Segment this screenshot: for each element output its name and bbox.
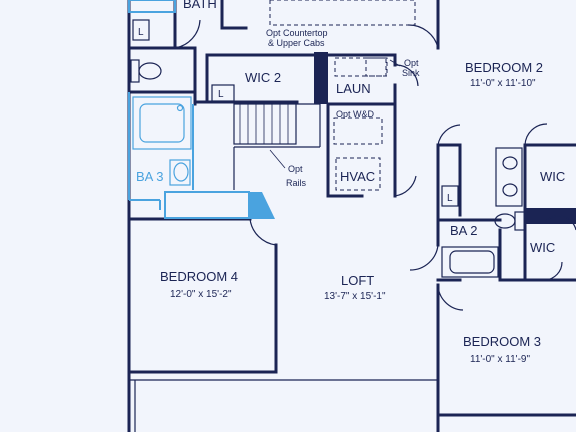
note-labels: Opt Countertop & Upper Cabs Opt Sink Opt… (138, 27, 453, 204)
room-label-hvac: HVAC (340, 169, 375, 184)
note-countertop-line1: Opt Countertop (266, 28, 328, 38)
ba3-highlight (128, 0, 275, 219)
room-dims-bedroom2: 11'-0" x 11'-10" (470, 78, 536, 89)
room-label-bedroom2: BEDROOM 2 (465, 60, 543, 75)
note-countertop-line2: & Upper Cabs (268, 38, 325, 48)
note-sink-line2: Sink (402, 68, 420, 78)
room-label-wic2: WIC 2 (245, 70, 281, 85)
note-washer-dryer: Opt W&D (336, 109, 375, 119)
room-label-bath: BATH (183, 0, 217, 11)
room-label-bedroom3: BEDROOM 3 (463, 334, 541, 349)
note-rails-line1: Opt (288, 164, 303, 174)
note-rails-line2: Rails (286, 178, 307, 188)
room-label-loft: LOFT (341, 273, 374, 288)
room-label-ba2: BA 2 (450, 223, 477, 238)
walls (127, 0, 576, 432)
note-sink-line1: Opt (404, 58, 419, 68)
room-label-bedroom4: BEDROOM 4 (160, 269, 238, 284)
room-dims-bedroom4: 12'-0" x 15'-2" (170, 289, 232, 300)
room-label-laun: LAUN (336, 81, 371, 96)
room-labels: BATH WIC 2 LAUN BEDROOM 2 11'-0" x 11'-1… (136, 0, 565, 365)
room-label-wic-right: WIC (540, 169, 565, 184)
room-dims-loft: 13'-7" x 15'-1" (324, 291, 386, 302)
room-label-wic-lower: WIC (530, 240, 555, 255)
room-dims-bedroom3: 11'-0" x 11'-9" (470, 354, 530, 365)
linen-marker-ba2: L (447, 193, 453, 204)
fixtures (128, 0, 576, 416)
linen-marker-wic2: L (218, 89, 224, 100)
linen-marker-bath: L (138, 27, 144, 38)
room-label-ba3: BA 3 (136, 169, 163, 184)
